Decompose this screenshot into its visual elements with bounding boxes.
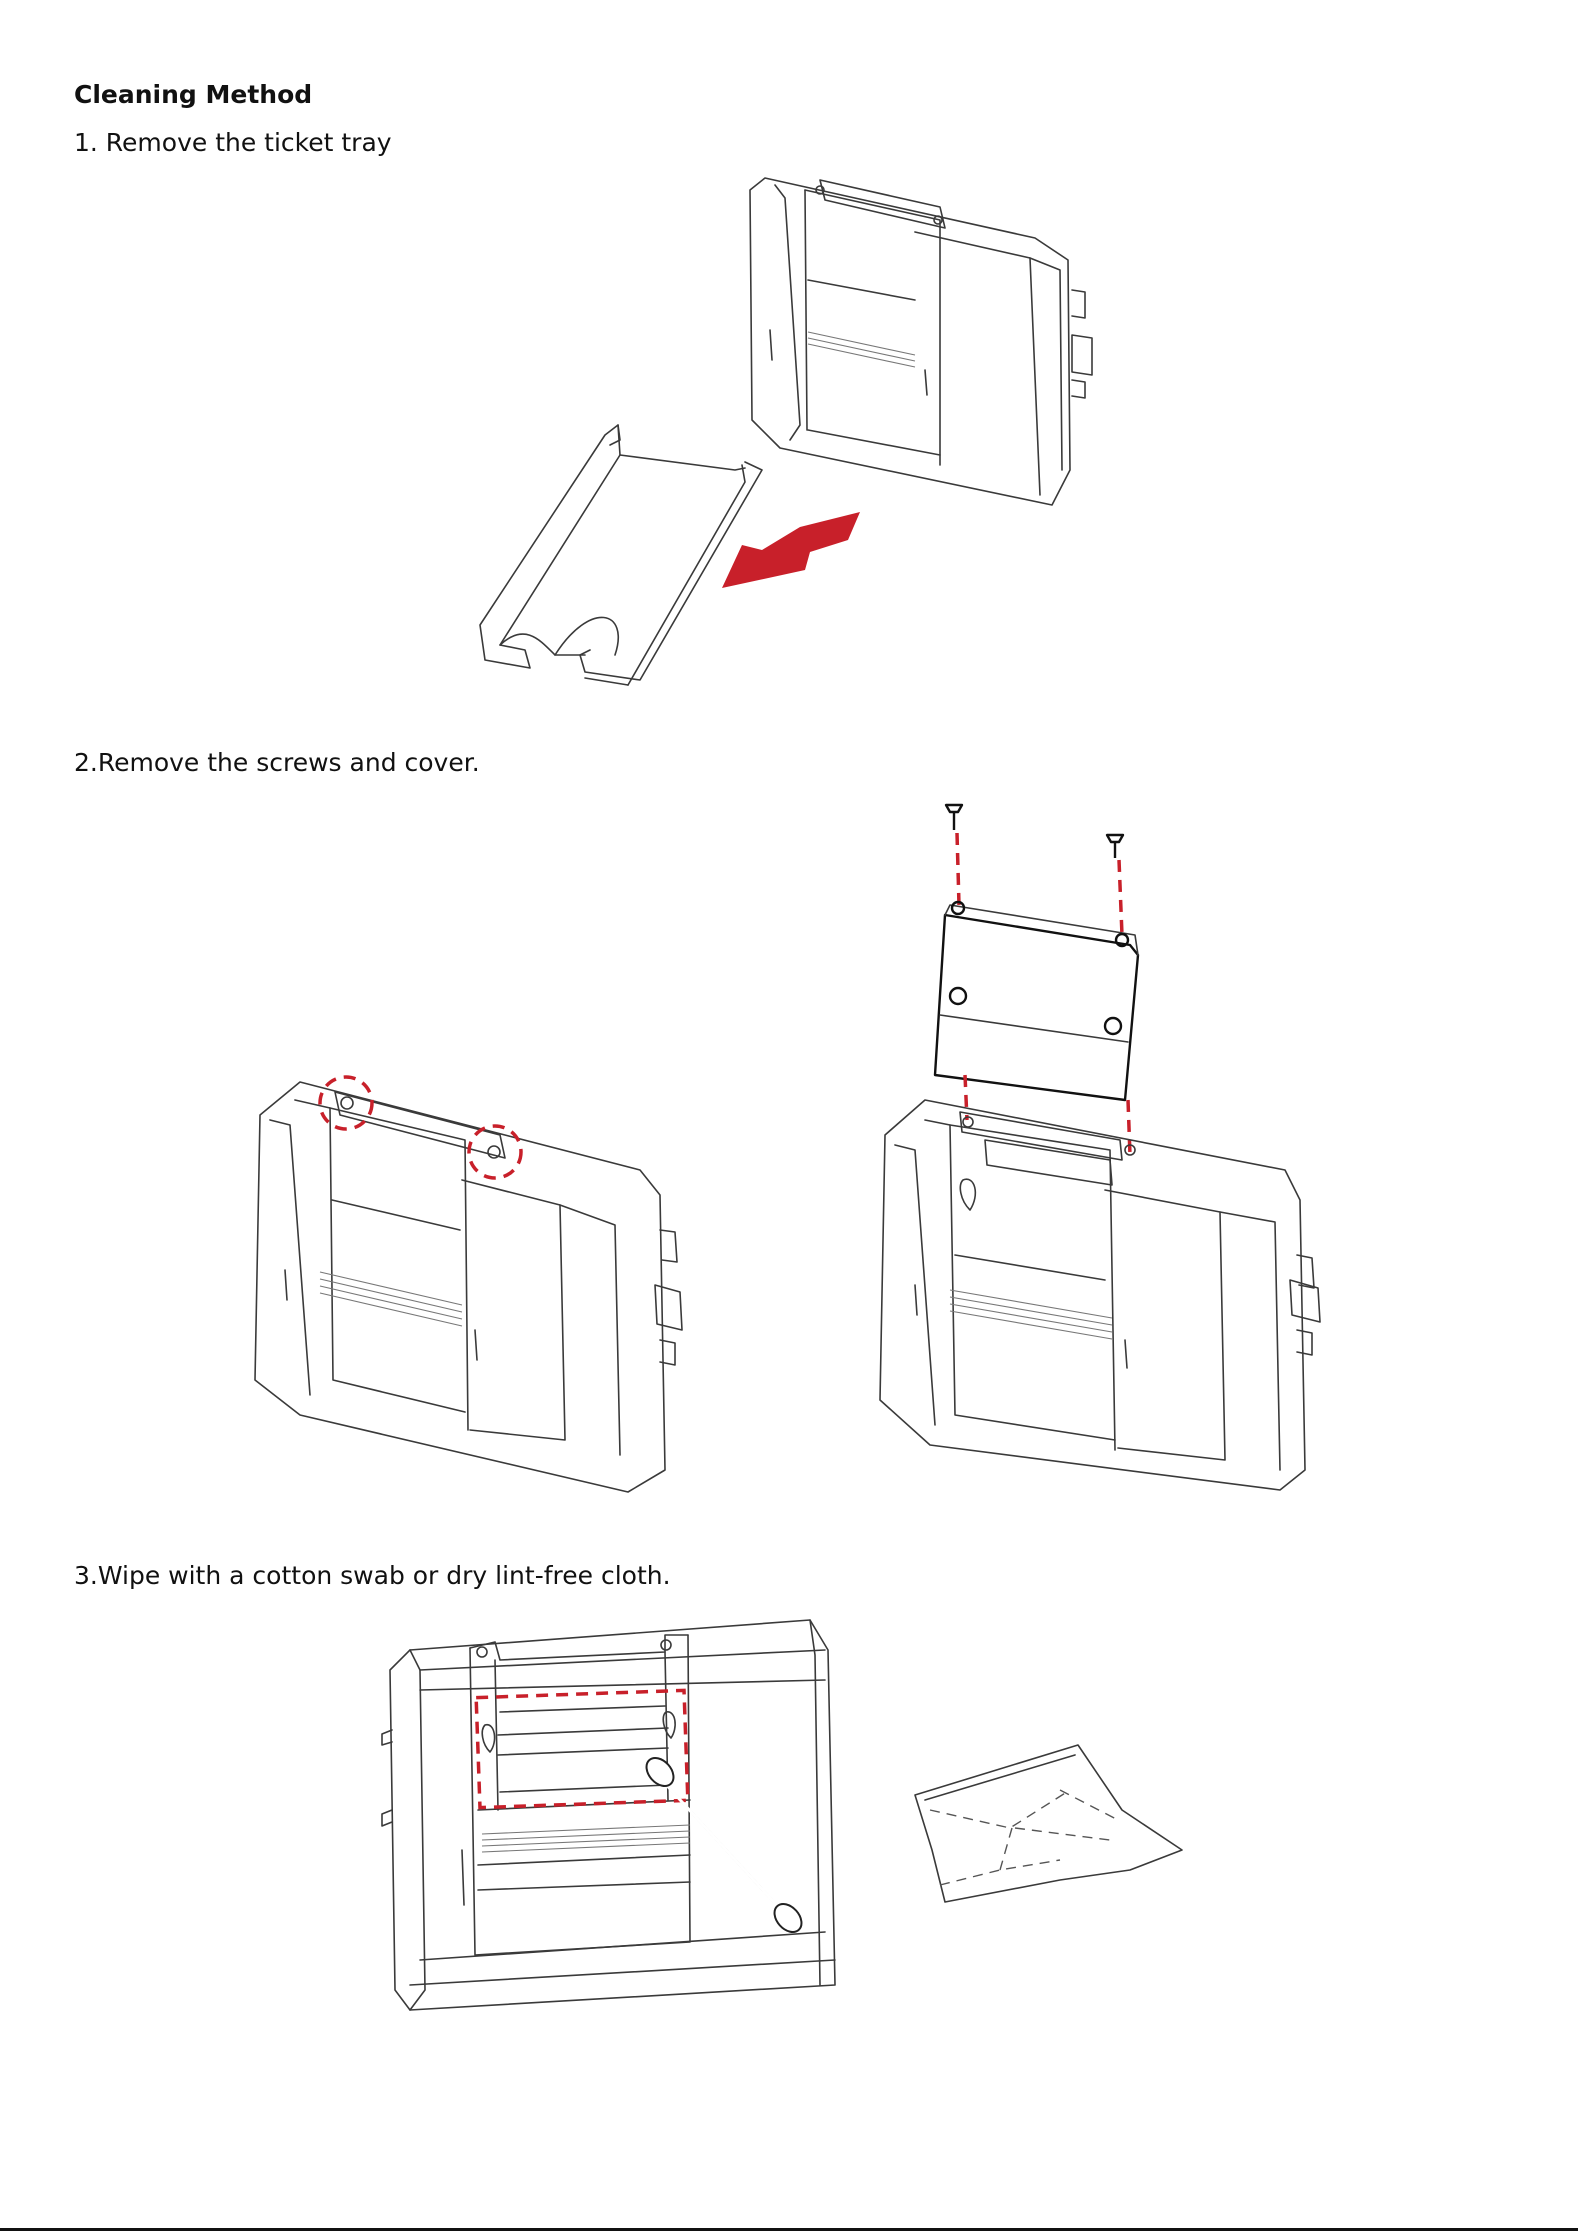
red-arrow-icon (722, 512, 860, 588)
screw-highlight-circle (320, 1077, 372, 1129)
printer-illustration (750, 178, 1092, 505)
printer-illustration (880, 1100, 1320, 1490)
printer-illustration (382, 1620, 835, 2010)
cover-plate-illustration (935, 902, 1138, 1100)
cotton-swab-illustration (641, 1753, 807, 1938)
cloth-illustration (915, 1745, 1182, 1902)
cover-guide-line (965, 1075, 1130, 1155)
screw-icon (946, 805, 1123, 858)
ticket-tray-illustration (480, 425, 762, 685)
printer-illustration (255, 1082, 682, 1492)
